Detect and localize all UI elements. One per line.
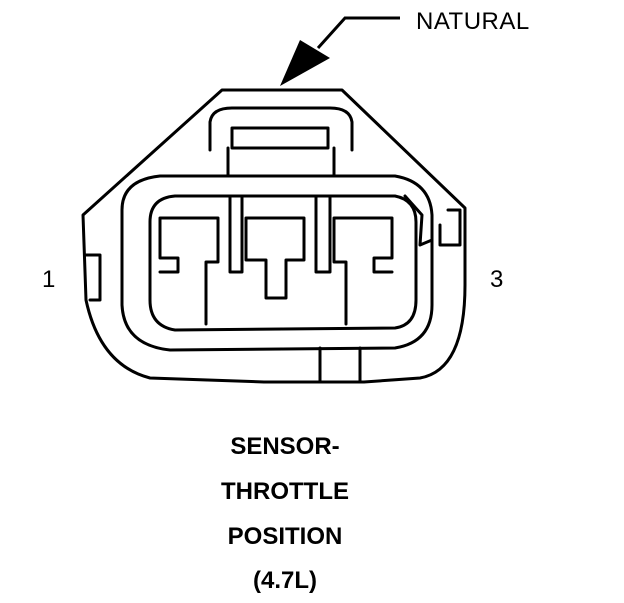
polarizing-rib xyxy=(403,194,434,247)
callout-leader xyxy=(316,16,400,50)
terminal-divider-left xyxy=(228,194,244,274)
latch-slot xyxy=(230,126,330,150)
terminal-3 xyxy=(332,216,394,326)
terminal-2 xyxy=(244,216,306,300)
latch-base xyxy=(226,146,336,178)
terminal-cavity-outline xyxy=(148,194,418,332)
terminal-divider-right xyxy=(314,194,332,274)
caption-line-1: SENSOR- xyxy=(230,433,340,460)
caption-line-2: THROTTLE xyxy=(221,478,349,505)
connector-housing-outline xyxy=(81,88,467,384)
pin-number-right: 3 xyxy=(490,266,504,293)
pin-number-left: 1 xyxy=(42,266,56,293)
callout-arrowhead xyxy=(280,40,330,86)
left-side-key xyxy=(84,253,102,302)
terminal-1 xyxy=(158,216,220,326)
caption-line-3: POSITION xyxy=(227,523,343,550)
latch-tab xyxy=(208,106,354,152)
right-side-key xyxy=(438,208,462,247)
bottom-key-notch xyxy=(318,346,362,384)
inner-seal-ring xyxy=(120,174,434,352)
connector-color-label: NATURAL xyxy=(416,8,530,35)
caption-line-4: (4.7L) xyxy=(252,567,317,594)
